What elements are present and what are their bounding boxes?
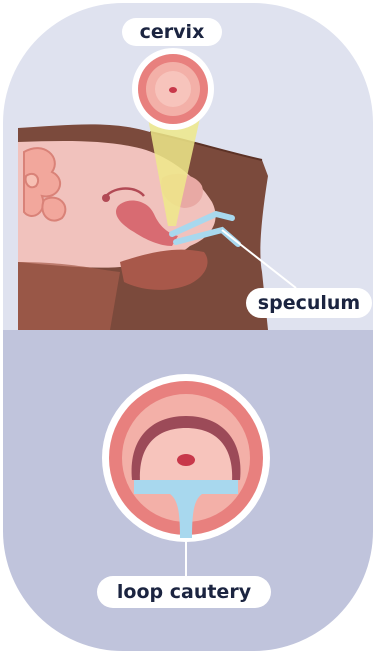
loop-cautery-icon <box>102 374 270 542</box>
loop-cautery-label: loop cautery <box>97 576 271 608</box>
cervix-label: cervix <box>122 18 222 46</box>
speculum-label: speculum <box>246 288 372 318</box>
cervix-closeup-icon <box>132 48 214 130</box>
anatomy-cross-section <box>18 124 268 330</box>
